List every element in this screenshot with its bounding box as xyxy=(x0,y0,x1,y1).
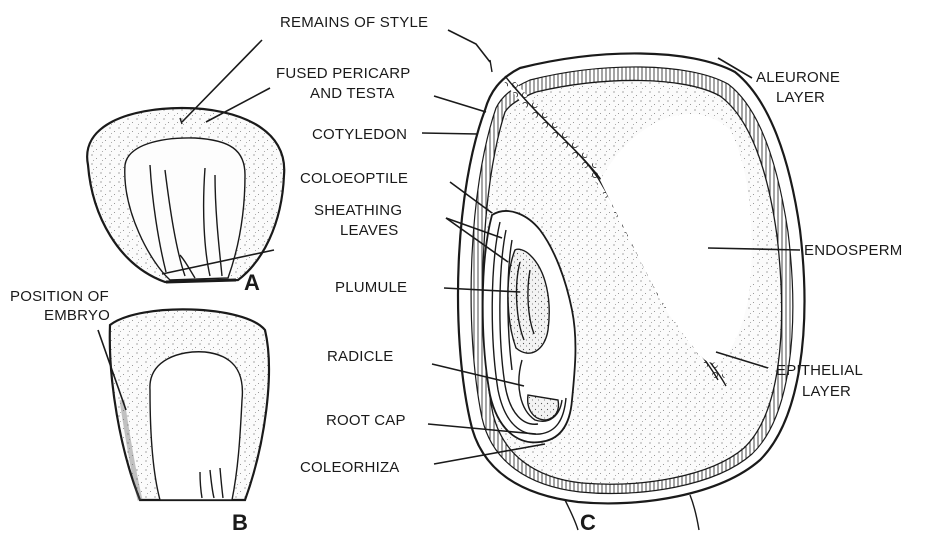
panel-letter-b: B xyxy=(232,510,248,532)
leader-fused-pericarp-c xyxy=(434,96,486,112)
label-position-embryo-line1: POSITION OF xyxy=(10,288,109,305)
label-endosperm: ENDOSPERM xyxy=(804,242,902,259)
label-aleurone-line2: LAYER xyxy=(776,89,825,106)
leader-remains-style-a xyxy=(182,40,262,122)
panel-letter-c: C xyxy=(580,510,596,532)
label-cotyledon: COTYLEDON xyxy=(312,126,407,143)
label-sheathing-line1: SHEATHING xyxy=(314,202,402,219)
panel-letter-a: A xyxy=(244,270,260,295)
panel-a-kernel-face xyxy=(87,108,284,282)
label-aleurone-line1: ALEURONE xyxy=(756,69,840,86)
label-fused-pericarp-line1: FUSED PERICARP xyxy=(276,65,411,82)
label-radicle: RADICLE xyxy=(327,348,393,365)
label-epithelial-line2: LAYER xyxy=(802,383,851,400)
label-remains-of-style: REMAINS OF STYLE xyxy=(280,14,428,31)
label-sheathing-line2: LEAVES xyxy=(340,222,398,239)
label-coleoptile: COLOEOPTILE xyxy=(300,170,408,187)
leader-cotyledon xyxy=(422,133,478,134)
label-root-cap: ROOT CAP xyxy=(326,412,406,429)
label-position-embryo-line2: EMBRYO xyxy=(44,307,110,324)
label-coleorhiza: COLEORHIZA xyxy=(300,459,400,476)
label-fused-pericarp-line2: AND TESTA xyxy=(310,85,395,102)
leader-remains-of-style xyxy=(448,30,490,62)
label-epithelial-line1: EPITHELIAL xyxy=(776,362,863,379)
panel-b-kernel-side xyxy=(110,309,269,500)
label-plumule: PLUMULE xyxy=(335,279,407,296)
